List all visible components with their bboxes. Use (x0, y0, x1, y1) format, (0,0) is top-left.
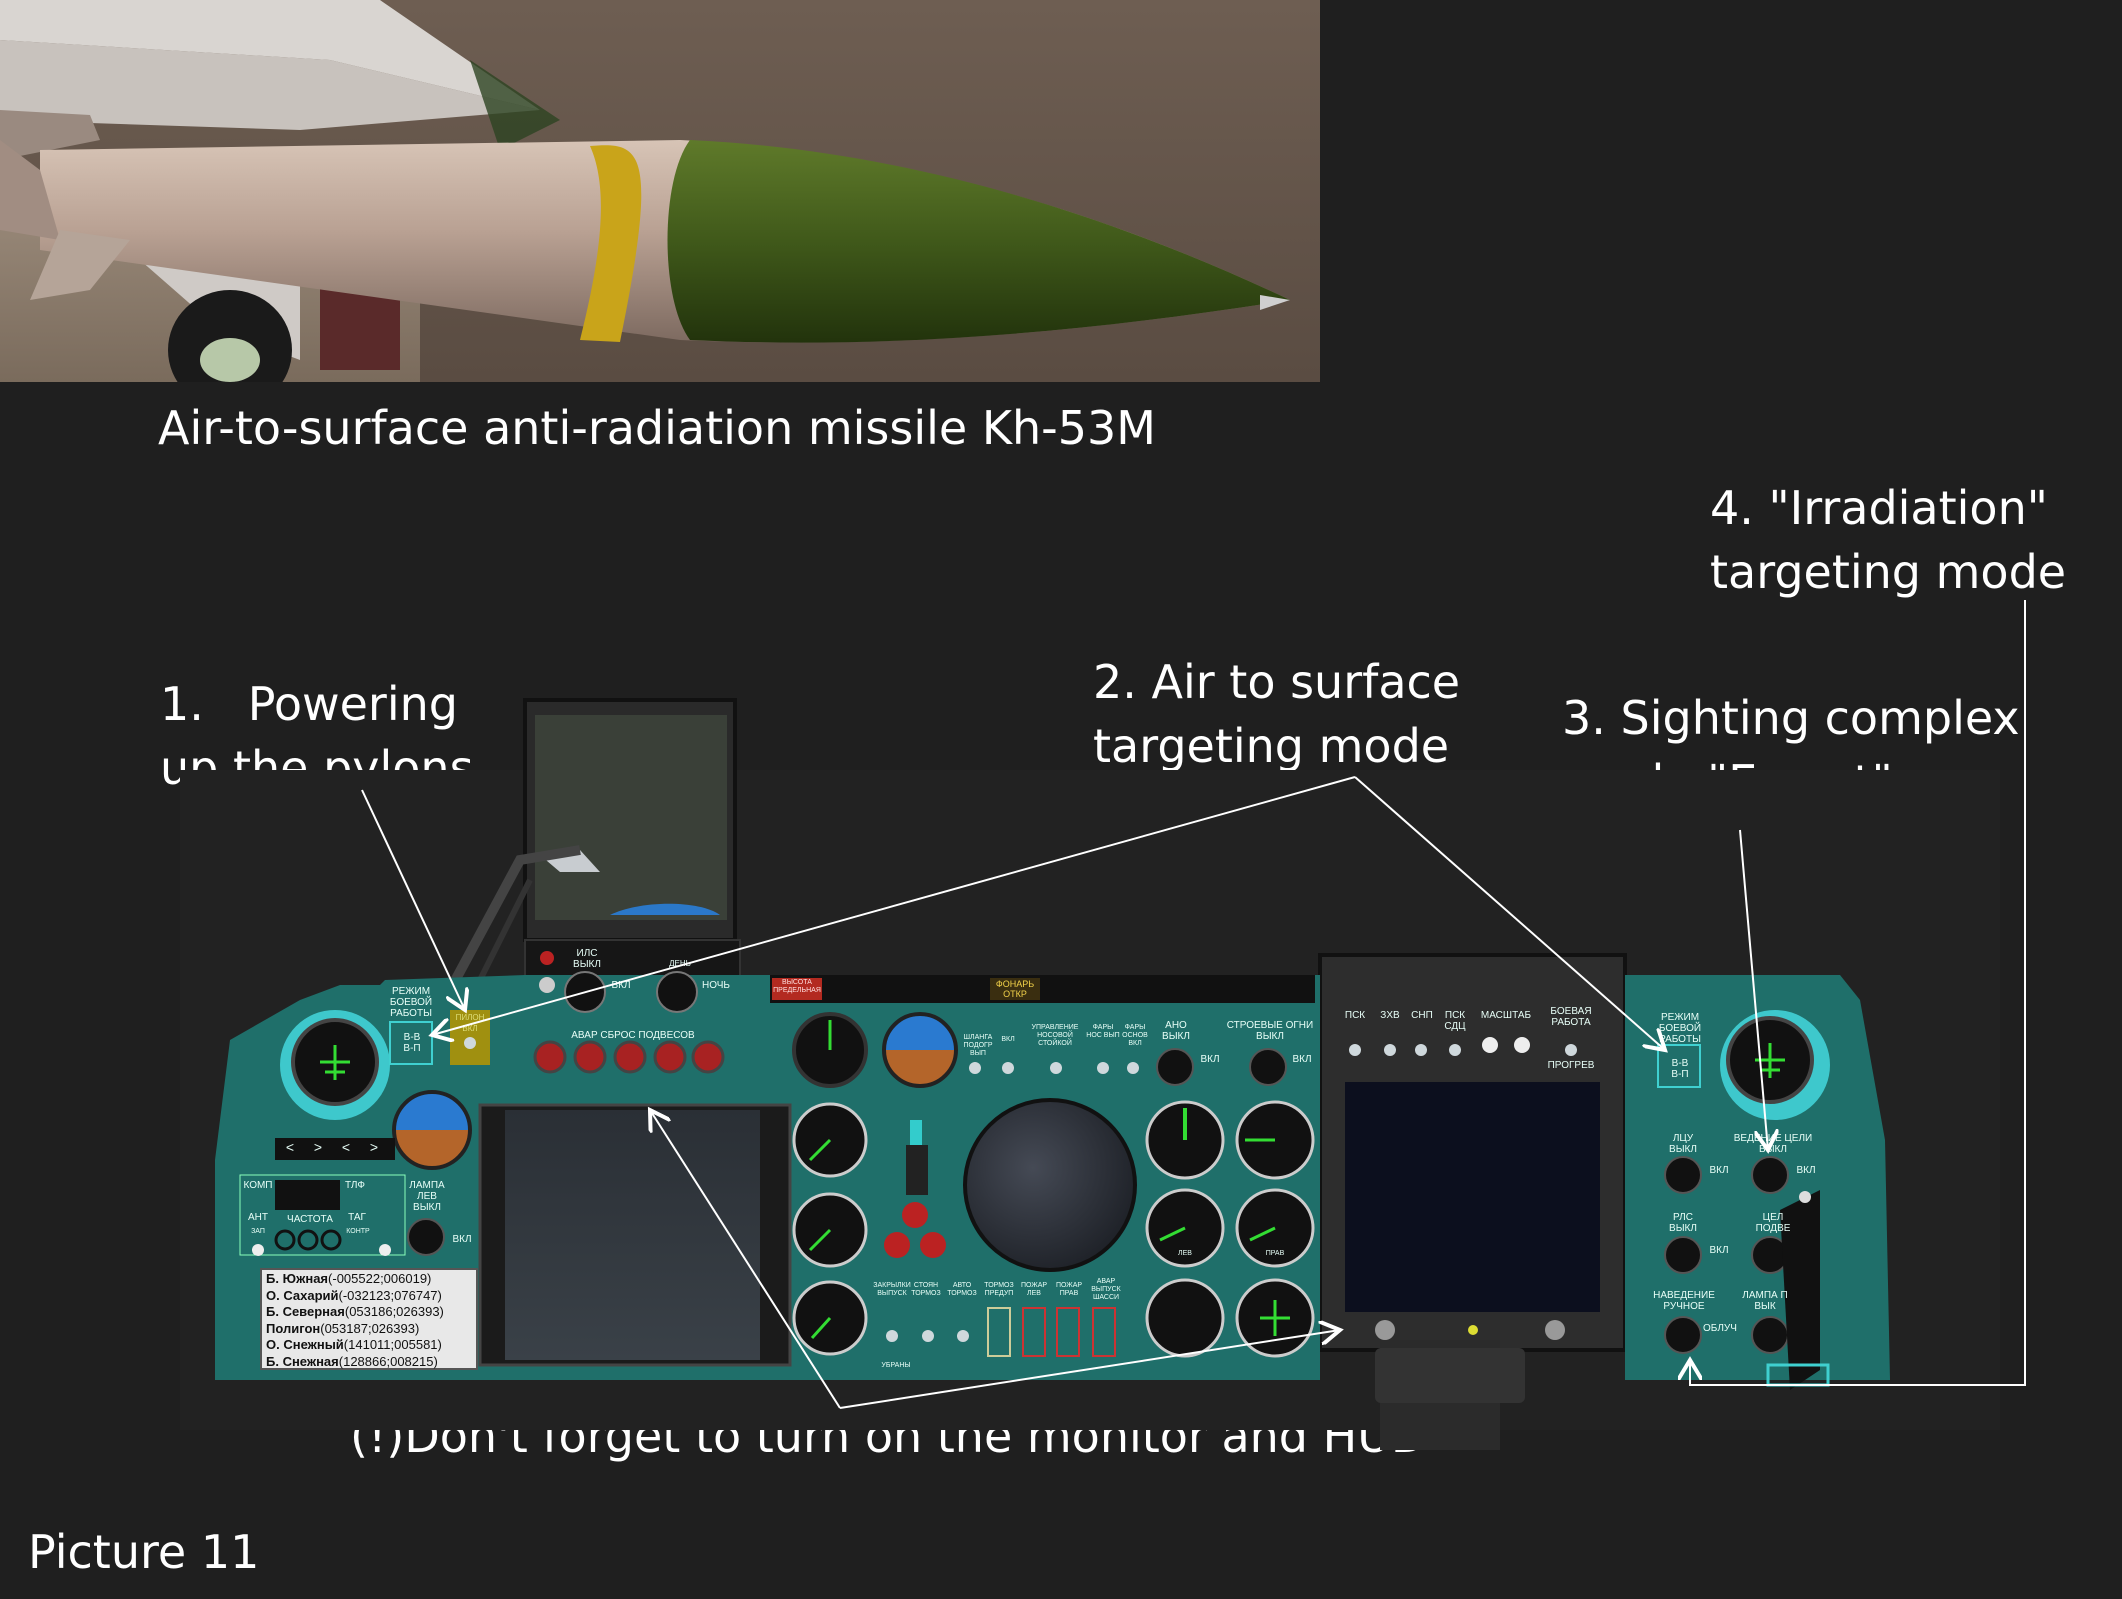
step4-caption: 4. "Irradiation" targeting mode (1710, 481, 2067, 599)
switch-label-hose: ШЛАНГА ПОДОГР ВЫП (963, 1034, 993, 1057)
komp-label: КОМП (243, 1180, 273, 1191)
nav-arrow-left-1[interactable]: < (285, 1139, 295, 1155)
tag-label: ТАГ (348, 1212, 366, 1223)
kontr-label: КОНТР (346, 1228, 370, 1235)
altitude-warning: ВЫСОТА ПРЕДЕЛЬНАЯ (773, 979, 821, 994)
lcu-label: ЛЦУ ВЫКЛ (1669, 1133, 1697, 1155)
ano-on-label: ВКЛ (1200, 1054, 1220, 1065)
jettison-buttons (533, 1040, 725, 1074)
warmup-label: ПРОГРЕВ (1547, 1060, 1595, 1071)
tlf-label: ТЛФ (345, 1180, 365, 1191)
step2-caption: 2. Air to surface targeting mode (1093, 655, 1461, 773)
ils-label: ИЛС ВЫКЛ (573, 948, 601, 970)
mode-value-right[interactable]: В-В В-П (1671, 1058, 1689, 1080)
mode-label-left: РЕЖИМ БОЕВОЙ РАБОТЫ (389, 986, 433, 1019)
waypoint-item[interactable]: О. Снежный(141011;005581) (266, 1337, 442, 1352)
lamp-right-label: ЛАМПА П ВЫК (1742, 1290, 1788, 1312)
escort-label: ВЕДЕНИЕ ЦЕЛИ ВЫКЛ (1733, 1133, 1813, 1155)
ano-label: АНО ВЫКЛ (1162, 1020, 1190, 1042)
day-label: ДЕНЬ (669, 959, 691, 968)
freq-label: ЧАСТОТА (287, 1214, 333, 1225)
manual-guidance-label: НАВЕДЕНИЕ РУЧНОЕ (1653, 1290, 1715, 1312)
gear-up-label: УБРАНЫ (881, 1362, 911, 1369)
fire-left-label: ПОЖАР ЛЕВ (1020, 1282, 1048, 1297)
mode-label-right: РЕЖИМ БОЕВОЙ РАБОТЫ (1658, 1012, 1702, 1045)
ils-on-label: ВКЛ (611, 980, 631, 991)
waypoint-item[interactable]: Полигон(053187;026393) (266, 1320, 420, 1336)
lamp-left-label: ЛАМПА ЛЕВ ВЫКЛ (409, 1180, 445, 1213)
nav-arrow-right-1[interactable]: > (313, 1139, 323, 1155)
jettison-label: АВАР СБРОС ПОДВЕСОВ (571, 1030, 695, 1041)
irradiation-label: ОБЛУЧ (1703, 1323, 1737, 1334)
waypoint-item[interactable]: Б. Снежная(128866;008215) (266, 1353, 438, 1369)
switch-label-nose-gear: УПРАВЛЕНИЕ НОСОВОЙ СТОЙКОЙ (1031, 1024, 1079, 1047)
auto-brake-label: АВТО ТОРМОЗ (947, 1282, 977, 1297)
picture-caption: Picture 11 (28, 1525, 260, 1579)
zap-label: ЗАП (251, 1228, 265, 1235)
throttle-right-label: ПРАВ (1265, 1250, 1285, 1257)
formation-lights-label: СТРОЕВЫЕ ОГНИ ВЫКЛ (1226, 1020, 1314, 1042)
brake-warning-label: ТОРМОЗ ПРЕДУП (984, 1282, 1014, 1297)
switch-label-main-lights: ФАРЫ ОСНОВ ВКЛ (1122, 1024, 1148, 1047)
escort-on-label: ВКЛ (1796, 1165, 1816, 1176)
ant-label: АНТ (248, 1212, 268, 1223)
lamp-left-on-label: ВКЛ (452, 1234, 472, 1245)
mode-value-left[interactable]: В-В В-П (403, 1032, 421, 1054)
nav-arrow-left-2[interactable]: < (341, 1139, 351, 1155)
waypoint-list[interactable]: Б. Южная(-005522;006019) О. Сахарий(-032… (260, 1268, 478, 1370)
waypoint-item[interactable]: Б. Северная(053186;026393) (266, 1304, 444, 1319)
mfd-label-psk-sdc[interactable]: ПСК СДЦ (1444, 1010, 1466, 1032)
waypoint-item[interactable]: О. Сахарий(-032123;076747) (266, 1287, 442, 1303)
mfd-label-scale[interactable]: МАСШТАБ (1480, 1010, 1532, 1021)
switch-label-nose-lights: ФАРЫ НОС ВЫП (1086, 1024, 1120, 1039)
waypoint-item[interactable]: Б. Южная(-005522;006019) (266, 1271, 432, 1286)
parking-brake-label: СТОЯН ТОРМОЗ (911, 1282, 941, 1297)
switch-label-on: ВКЛ (1001, 1036, 1015, 1043)
mfd-label-zhv[interactable]: ЗХВ (1380, 1010, 1400, 1021)
pylon-switch[interactable]: ПИЛОН ВКЛ (455, 1013, 485, 1033)
emergency-gear-label: АВАР ВЫПУСК ШАССИ (1091, 1278, 1121, 1301)
missile-caption: Air-to-surface anti-radiation missile Kh… (158, 401, 1156, 455)
throttle-left-label: ЛЕВ (1178, 1250, 1192, 1257)
flaps-label: ЗАКРЫЛКИ ВЫПУСК (873, 1282, 911, 1297)
formation-on-label: ВКЛ (1292, 1054, 1312, 1065)
combat-work-label: БОЕВАЯ РАБОТА (1550, 1006, 1592, 1028)
nav-arrow-right-2[interactable]: > (369, 1139, 379, 1155)
lcu-on-label: ВКЛ (1709, 1165, 1729, 1176)
mfd-label-snp[interactable]: СНП (1411, 1010, 1433, 1021)
rls-on-label: ВКЛ (1709, 1245, 1729, 1256)
target-hang-label: ЦЕЛ ПОДВЕ (1755, 1212, 1791, 1234)
night-label: НОЧЬ (701, 980, 730, 991)
missile-photo (0, 0, 1320, 382)
rls-label: РЛС ВЫКЛ (1669, 1212, 1697, 1234)
mfd-label-psk[interactable]: ПСК (1344, 1010, 1366, 1021)
fire-right-label: ПОЖАР ПРАВ (1055, 1282, 1083, 1297)
canopy-warning: ФОНАРЬ ОТКР (995, 979, 1035, 999)
